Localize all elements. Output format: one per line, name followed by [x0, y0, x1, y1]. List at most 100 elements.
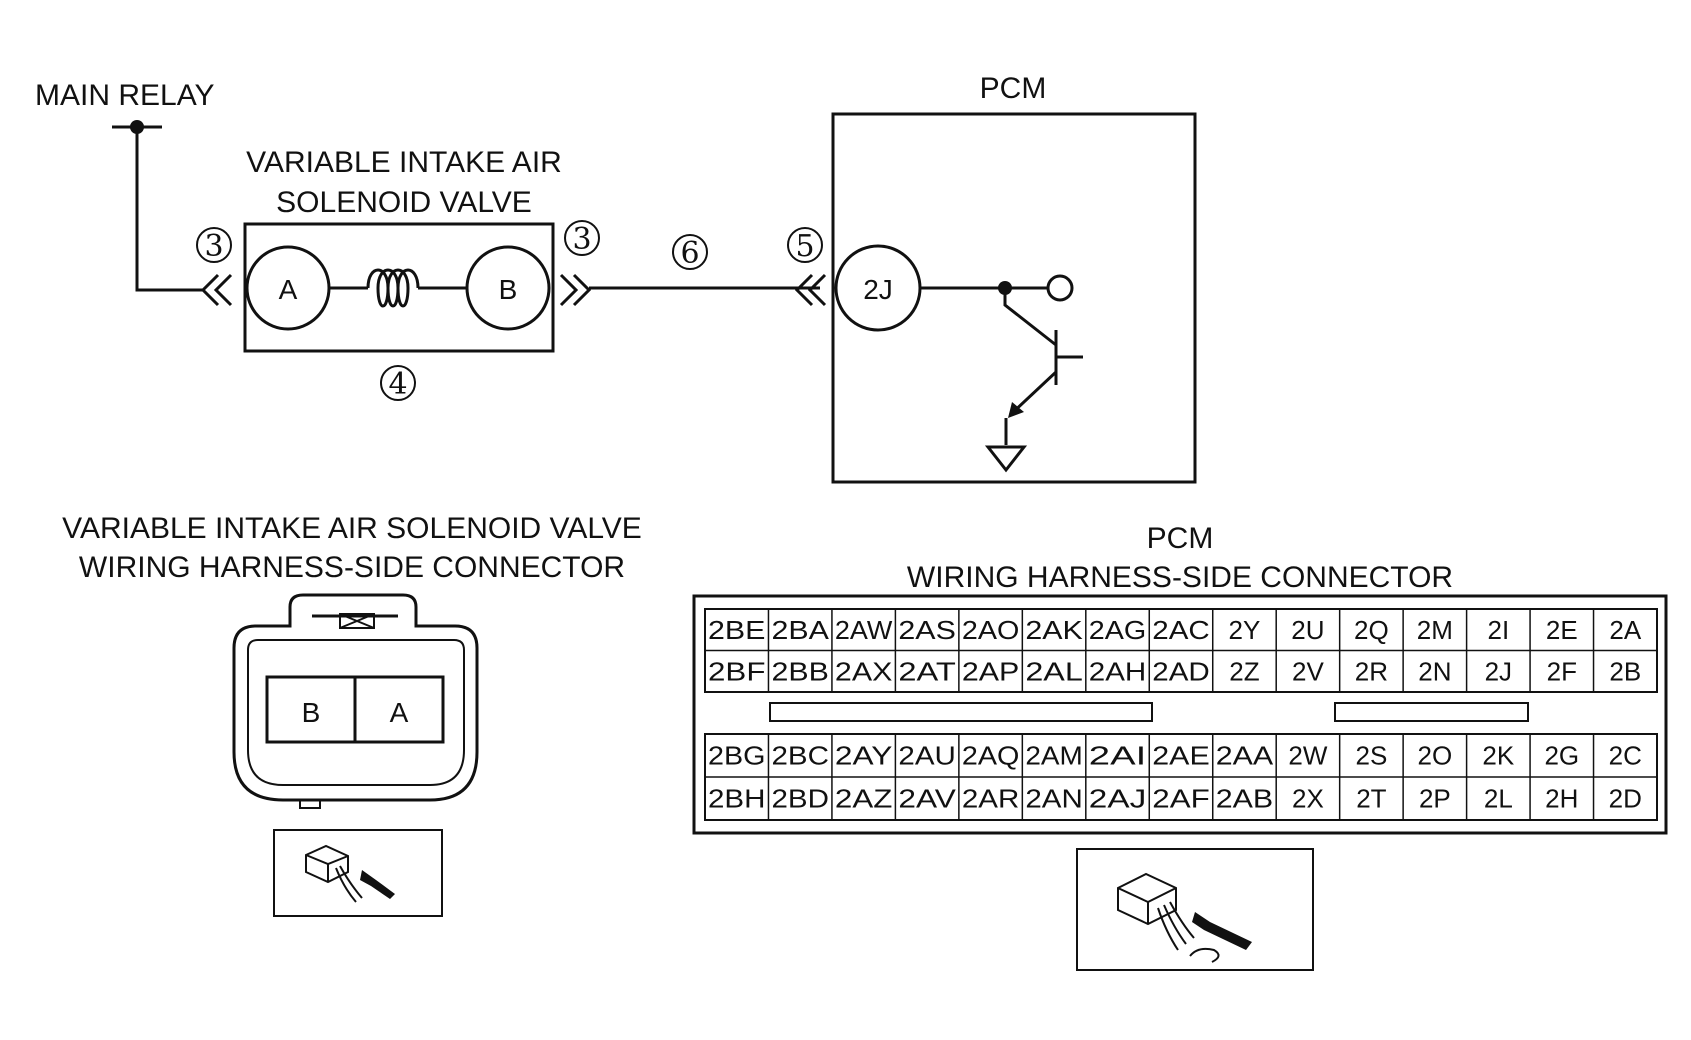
pcm-pin-2az: 2AZ: [835, 784, 893, 814]
pcm-pin-2bc: 2BC: [771, 741, 828, 771]
svg-text:5: 5: [795, 229, 814, 264]
pcm-pin-2al: 2AL: [1025, 656, 1082, 686]
pcm-pin-2c: 2C: [1609, 741, 1642, 771]
valve-terminal-b-label: B: [499, 274, 518, 305]
svg-text:4: 4: [388, 367, 407, 402]
pcm-pin-2o: 2O: [1418, 741, 1453, 771]
pcm-pin-2ar: 2AR: [962, 784, 1019, 814]
callout-3-left: 3: [196, 227, 232, 264]
pcm-pin-2aa: 2AA: [1216, 741, 1274, 771]
pcm-pin-2d: 2D: [1609, 784, 1642, 814]
pcm-pin-2h: 2H: [1545, 784, 1578, 814]
coil-icon: [366, 268, 420, 308]
pcm-pin-2i: 2I: [1487, 615, 1509, 645]
pcm-pin-2ad: 2AD: [1152, 656, 1209, 686]
transistor-icon: [1003, 288, 1083, 445]
pcm-terminal-2j-label: 2J: [863, 274, 893, 305]
connector-chevron-left: [200, 273, 233, 307]
pcm-pin-2af: 2AF: [1152, 784, 1209, 814]
valve-pin-a-label: A: [390, 697, 409, 728]
main-relay-label: MAIN RELAY: [35, 79, 215, 112]
valve-pin-a: [353, 675, 445, 744]
pcm-pin-2aj: 2AJ: [1089, 784, 1146, 814]
pcm-pin-2w: 2W: [1288, 741, 1327, 771]
pcm-pin-2f: 2F: [1547, 656, 1577, 686]
pcm-pin-2r: 2R: [1355, 656, 1388, 686]
pcm-pin-2bf: 2BF: [708, 656, 765, 686]
ground-icon: [984, 445, 1028, 473]
pcm-pin-2m: 2M: [1417, 615, 1453, 645]
pcm-pin-2ap: 2AP: [962, 656, 1019, 686]
valve-terminal-a-label: A: [279, 274, 298, 305]
pcm-pin-2a: 2A: [1609, 615, 1641, 645]
pcm-pin-2t: 2T: [1356, 784, 1386, 814]
pcm-pin-2ak: 2AK: [1025, 615, 1083, 645]
connector-view-icon: [1076, 848, 1314, 971]
callout-4-valve: 4: [380, 365, 416, 402]
valve-title-line2: SOLENOID VALVE: [276, 186, 532, 219]
pcm-output-terminal: [1046, 274, 1074, 302]
pcm-pin-2au: 2AU: [898, 741, 955, 771]
pcm-pin-2av: 2AV: [898, 784, 956, 814]
pcm-pin-2as: 2AS: [898, 615, 955, 645]
pcm-pin-2ae: 2AE: [1152, 741, 1209, 771]
pcm-pin-2aw: 2AW: [835, 615, 893, 645]
valve-connector-shell: [232, 593, 479, 809]
connector-view-icon: [273, 829, 443, 917]
pcm-pin-2p: 2P: [1419, 784, 1451, 814]
pcm-pin-2ax: 2AX: [835, 656, 892, 686]
pcm-pin-2am: 2AM: [1025, 741, 1082, 771]
callout-3-right: 3: [564, 220, 600, 257]
pcm-pin-2bh: 2BH: [708, 784, 765, 814]
pcm-pin-2u: 2U: [1291, 615, 1324, 645]
svg-text:3: 3: [204, 229, 223, 264]
pcm-pin-2x: 2X: [1292, 784, 1324, 814]
pcm-box: [831, 112, 1197, 484]
pcm-pin-2be: 2BE: [708, 615, 765, 645]
pcm-pin-2ao: 2AO: [962, 615, 1019, 645]
pcm-pin-2bd: 2BD: [771, 784, 828, 814]
pcm-pin-2v: 2V: [1292, 656, 1324, 686]
pcm-pin-2ag: 2AG: [1089, 615, 1146, 645]
connector-chevron-pcm: [794, 273, 827, 307]
pcm-connector-title-line1: PCM: [1147, 522, 1214, 555]
valve-connector-title-line2: WIRING HARNESS-SIDE CONNECTOR: [79, 551, 625, 584]
pcm-pin-2k: 2K: [1482, 741, 1514, 771]
valve-title-line1: VARIABLE INTAKE AIR: [246, 146, 562, 179]
pcm-pin-2aq: 2AQ: [962, 741, 1019, 771]
callout-6-wire: 6: [672, 234, 708, 271]
pcm-pin-2z: 2Z: [1229, 656, 1259, 686]
pcm-pin-2l: 2L: [1484, 784, 1513, 814]
wire-relay-to-valve: [135, 127, 205, 292]
pcm-pin-2ab: 2AB: [1216, 784, 1273, 814]
pcm-pin-2ay: 2AY: [835, 741, 892, 771]
pcm-pin-2an: 2AN: [1025, 784, 1082, 814]
pcm-pin-2bg: 2BG: [708, 741, 765, 771]
pcm-pin-2bb: 2BB: [771, 656, 828, 686]
svg-text:6: 6: [680, 236, 699, 271]
pcm-pin-2q: 2Q: [1354, 615, 1389, 645]
pcm-pin-2j: 2J: [1485, 656, 1512, 686]
valve-connector-title-line1: VARIABLE INTAKE AIR SOLENOID VALVE: [62, 512, 642, 545]
connector-chevron-right: [559, 273, 592, 307]
pcm-connector-key-left: [769, 702, 1153, 722]
pcm-pin-2e: 2E: [1546, 615, 1578, 645]
pcm-title: PCM: [980, 72, 1047, 105]
pcm-pin-2s: 2S: [1355, 741, 1387, 771]
pcm-pin-2b: 2B: [1609, 656, 1641, 686]
pcm-connector-key-right: [1334, 702, 1529, 722]
pcm-pin-2g: 2G: [1544, 741, 1579, 771]
pcm-connector-frame: [692, 594, 1668, 835]
pcm-pin-2n: 2N: [1418, 656, 1451, 686]
svg-text:3: 3: [572, 222, 591, 257]
pcm-pin-2at: 2AT: [898, 656, 956, 686]
solenoid-valve-body: [243, 222, 555, 353]
valve-pin-b-label: B: [302, 697, 321, 728]
pcm-pin-2y: 2Y: [1229, 615, 1261, 645]
pcm-connector-title-line2: WIRING HARNESS-SIDE CONNECTOR: [907, 561, 1453, 594]
callout-5-pcm: 5: [787, 227, 823, 264]
pcm-pin-2ah: 2AH: [1089, 656, 1146, 686]
pcm-pin-2ai: 2AI: [1089, 741, 1146, 771]
